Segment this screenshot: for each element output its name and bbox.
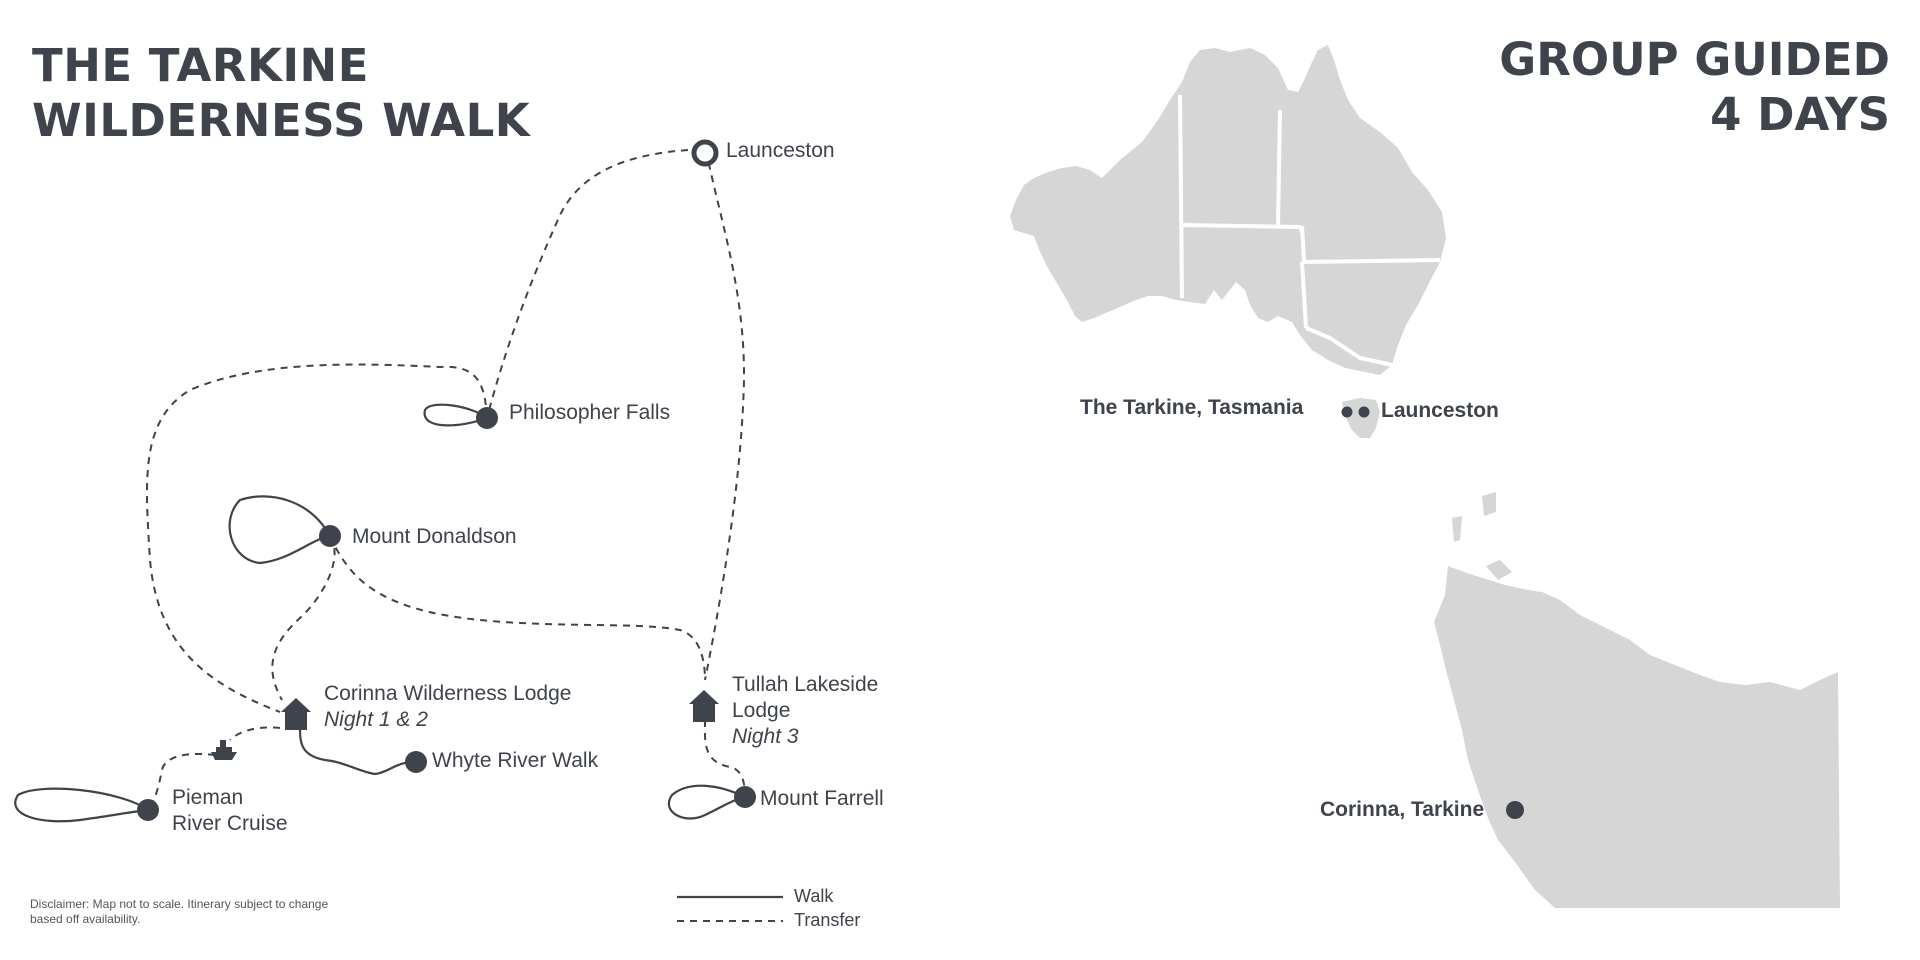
state-borders <box>1178 94 1441 367</box>
label-tullah-lodge: Tullah Lakeside Lodge Night 3 <box>732 672 878 750</box>
label-whyte-river: Whyte River Walk <box>432 749 599 772</box>
mount-farrell-marker <box>734 786 756 808</box>
transfer-donaldson-tullah <box>329 535 706 681</box>
transfer-corinna-pieman <box>147 726 281 811</box>
launceston-dot <box>1358 406 1370 418</box>
tour-duration: 4 DAYS <box>1710 88 1890 141</box>
tasmania-island <box>1342 398 1380 438</box>
boat-icon <box>211 740 237 760</box>
house-icon <box>689 690 719 722</box>
label-pieman: Pieman River Cruise <box>172 785 288 837</box>
transfer-donaldson-corinna <box>271 535 336 701</box>
walk-mount-farrell <box>667 784 746 820</box>
transfer-launceston-philosopher <box>486 149 689 419</box>
label-mount-farrell: Mount Farrell <box>760 787 884 810</box>
transfer-routes <box>146 149 746 811</box>
map-title-line1: THE TARKINE <box>32 39 369 92</box>
label-corinna-lodge: Corinna Wilderness Lodge Night 1 & 2 <box>324 681 571 733</box>
australia-mainland <box>1010 45 1446 375</box>
tullah-lodge-line2: Lodge <box>732 699 791 722</box>
map-title: THE TARKINE WILDERNESS WALK <box>32 38 530 148</box>
mount-donaldson-marker <box>319 525 341 547</box>
pieman-line2: River Cruise <box>172 812 288 835</box>
house-icon <box>281 698 311 730</box>
legend-transfer-label: Transfer <box>794 910 861 930</box>
small-island <box>1486 560 1512 580</box>
tarkine-dot <box>1341 406 1353 418</box>
walk-philosopher-falls <box>423 403 488 427</box>
walk-mount-donaldson <box>228 495 331 565</box>
map-title-line2: WILDERNESS WALK <box>32 94 531 147</box>
label-tarkine-tasmania: The Tarkine, Tasmania <box>1080 396 1304 419</box>
corinna-lodge-name: Corinna Wilderness Lodge <box>324 682 572 705</box>
philosopher-falls-marker <box>476 407 498 429</box>
corinna-dot <box>1506 801 1524 819</box>
label-inset-launceston: Launceston <box>1381 399 1499 422</box>
walk-whyte-river <box>298 719 416 776</box>
australia-map <box>1010 45 1840 908</box>
legend-walk-label: Walk <box>794 886 834 906</box>
disclaimer: Disclaimer: Map not to scale. Itinerary … <box>30 897 329 926</box>
pieman-marker <box>137 799 159 821</box>
transfer-tullah-farrell <box>703 719 746 798</box>
label-philosopher-falls: Philosopher Falls <box>509 401 671 424</box>
tour-type-line1: GROUP GUIDED <box>1499 33 1890 86</box>
label-launceston: Launceston <box>726 139 835 162</box>
pieman-line1: Pieman <box>172 786 244 809</box>
transfer-launceston-tullah <box>704 149 746 681</box>
tour-type: GROUP GUIDED 4 DAYS <box>1499 32 1890 142</box>
small-island <box>1482 492 1496 516</box>
small-island <box>1452 516 1462 542</box>
walk-routes <box>14 403 746 823</box>
corinna-lodge-nights: Night 1 & 2 <box>324 708 428 731</box>
launceston-start-marker <box>691 139 719 167</box>
label-mount-donaldson: Mount Donaldson <box>352 525 517 548</box>
tullah-lodge-line1: Tullah Lakeside <box>732 673 879 696</box>
walk-pieman <box>14 787 149 823</box>
label-corinna-tarkine: Corinna, Tarkine <box>1320 798 1485 821</box>
tullah-lodge-nights: Night 3 <box>732 725 799 748</box>
transfer-philosopher-corinna <box>146 363 488 713</box>
whyte-river-marker <box>405 751 427 773</box>
tarkine-region-map <box>1434 566 1840 908</box>
